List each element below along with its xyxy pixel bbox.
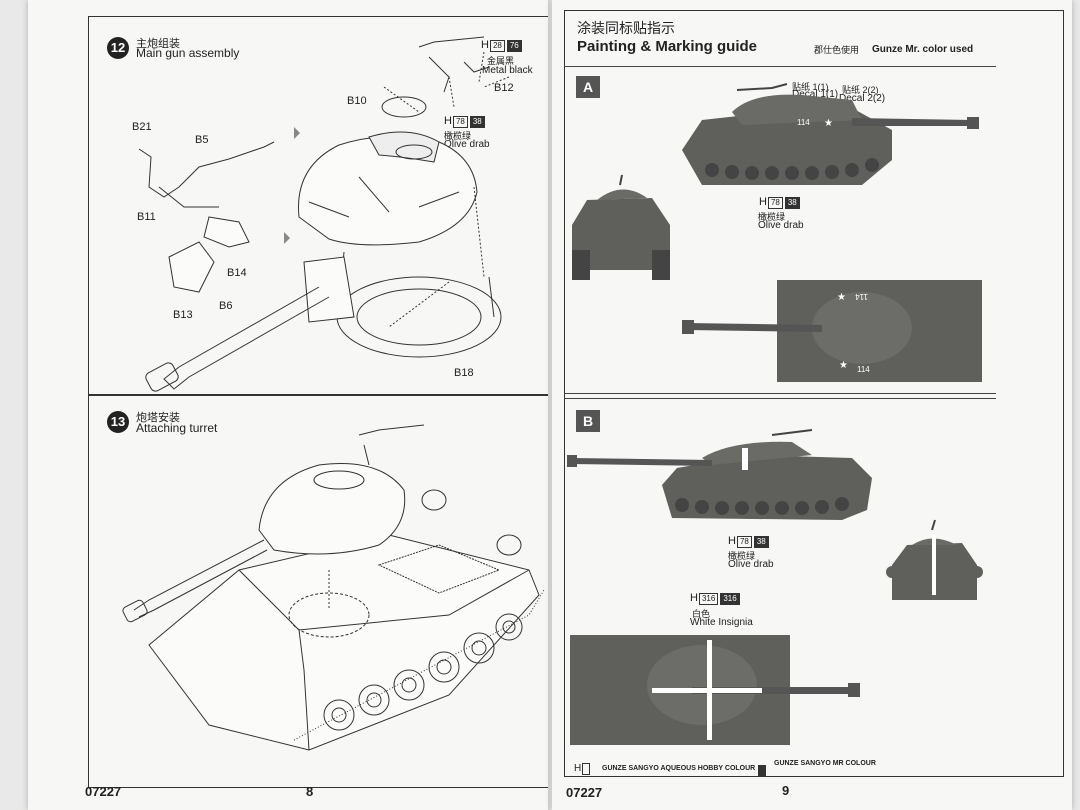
paint-h: H — [481, 39, 489, 51]
part-b18: B18 — [454, 367, 474, 379]
page-number-8: 8 — [306, 784, 314, 799]
paint-h: H — [444, 115, 452, 127]
turret-number-side: 114 — [797, 118, 810, 127]
paint-h: H — [690, 592, 698, 604]
paint-metal-black: Metal black — [482, 65, 533, 76]
scheme-a-paint-name: Olive drab — [758, 220, 804, 231]
part-b11: B11 — [137, 211, 156, 223]
step-13-panel: 13 炮塔安装 Attaching turret — [88, 394, 560, 788]
scheme-a-side-view: 114 ★ — [682, 83, 979, 185]
paint-code-a: 316 — [698, 593, 719, 605]
part-b6: B6 — [219, 300, 233, 312]
decal1-label: Decal 1(1) — [792, 89, 839, 100]
paint-code-a: 78 — [736, 536, 752, 548]
legend-h: H — [574, 763, 591, 775]
step-13-number: 13 — [107, 411, 129, 433]
decal2-cn: 贴纸 2(2) — [842, 85, 879, 95]
scheme-b-side-view — [567, 429, 872, 520]
part-b21: B21 — [132, 121, 152, 133]
paint-olive-drab-cn: 橄榄绿 — [444, 131, 472, 141]
paint-note-cn: 郡仕色使用 — [814, 45, 860, 55]
paint-code-b: 38 — [469, 116, 485, 128]
page-number-9: 9 — [782, 783, 790, 798]
svg-text:★: ★ — [839, 360, 848, 371]
decal2-label: Decal 2(2) — [839, 93, 886, 104]
step-12-illustration — [138, 36, 510, 392]
paint-code-b: 38 — [753, 536, 769, 548]
part-b5: B5 — [195, 134, 209, 146]
product-code-left: 07227 — [85, 784, 122, 799]
step-12-number: 12 — [107, 37, 129, 59]
scheme-b-panel — [564, 398, 996, 776]
part-b10: B10 — [347, 95, 367, 107]
turret-number-top-2: 114 — [857, 365, 870, 374]
step-13-title: Attaching turret — [136, 421, 218, 435]
decal1-cn: 贴纸 1(1) — [792, 82, 829, 92]
scheme-b-tag: B — [576, 410, 600, 432]
legend-aqueous: GUNZE SANGYO AQUEOUS HOBBY COLOUR — [602, 765, 756, 772]
scheme-b-rear-view — [886, 519, 983, 600]
scheme-b-paint-cn: 橄榄绿 — [728, 551, 756, 561]
paint-code-b: 316 — [720, 593, 740, 605]
part-b13: B13 — [173, 309, 193, 321]
step-12-panel: 12 主炮组装 Main gun assembly B21 B5 B11 B14… — [88, 16, 560, 396]
step-13-illustration — [122, 424, 545, 751]
paint-note: Gunze Mr. color used — [872, 44, 974, 55]
legend-c-box — [758, 765, 767, 777]
scheme-a-tag: A — [576, 76, 600, 98]
part-b12: B12 — [494, 82, 514, 94]
part-b14: B14 — [227, 267, 247, 279]
guide-title: Painting & Marking guide — [577, 38, 758, 55]
legend-h-letter: H — [574, 763, 582, 774]
svg-text:★: ★ — [837, 292, 846, 303]
paint-code-b: 76 — [506, 40, 522, 52]
turret-number-top-1: 114 — [855, 292, 868, 301]
scheme-b-top-view — [570, 635, 860, 745]
scheme-a-panel — [564, 66, 996, 394]
step-12-title-cn: 主炮组装 — [136, 38, 180, 50]
step-12-title: Main gun assembly — [136, 46, 240, 60]
paint-code-a: 78 — [767, 197, 783, 209]
legend-mr-box — [757, 764, 767, 777]
paint-metal-black-cn: 金属黑 — [487, 56, 515, 66]
paint-code-b: 38 — [784, 197, 800, 209]
scheme-a-top-view: 114 114 ★ ★ — [682, 280, 982, 382]
legend-mr: GUNZE SANGYO MR COLOUR — [774, 760, 876, 767]
product-code-right: 07227 — [566, 785, 603, 800]
paint-olive-drab: Olive drab — [444, 139, 490, 150]
paint-h: H — [759, 196, 767, 208]
left-page: 12 主炮组装 Main gun assembly B21 B5 B11 B14… — [28, 0, 560, 810]
paint-code-a: 78 — [452, 116, 468, 128]
scheme-b-paint2-name: White Insignia — [690, 617, 753, 628]
paint-h: H — [728, 535, 736, 547]
scheme-b-illustrations — [567, 429, 983, 745]
guide-title-cn: 涂装同标贴指示 — [577, 20, 675, 36]
legend-h-box — [582, 763, 591, 775]
right-page: 涂装同标贴指示 Painting & Marking guide 郡仕色使用 G… — [552, 0, 1072, 810]
step-13-title-cn: 炮塔安装 — [136, 412, 180, 424]
scheme-a-paint-cn: 橄榄绿 — [758, 212, 786, 222]
scheme-b-paint-name: Olive drab — [728, 559, 774, 570]
scheme-a-front-view — [572, 174, 670, 280]
scheme-a-illustrations: 114 ★ 114 114 ★★ — [572, 83, 982, 382]
svg-text:★: ★ — [824, 118, 833, 129]
paint-code-a: 28 — [489, 40, 505, 52]
scheme-b-paint2-cn: 白色 — [692, 609, 711, 619]
